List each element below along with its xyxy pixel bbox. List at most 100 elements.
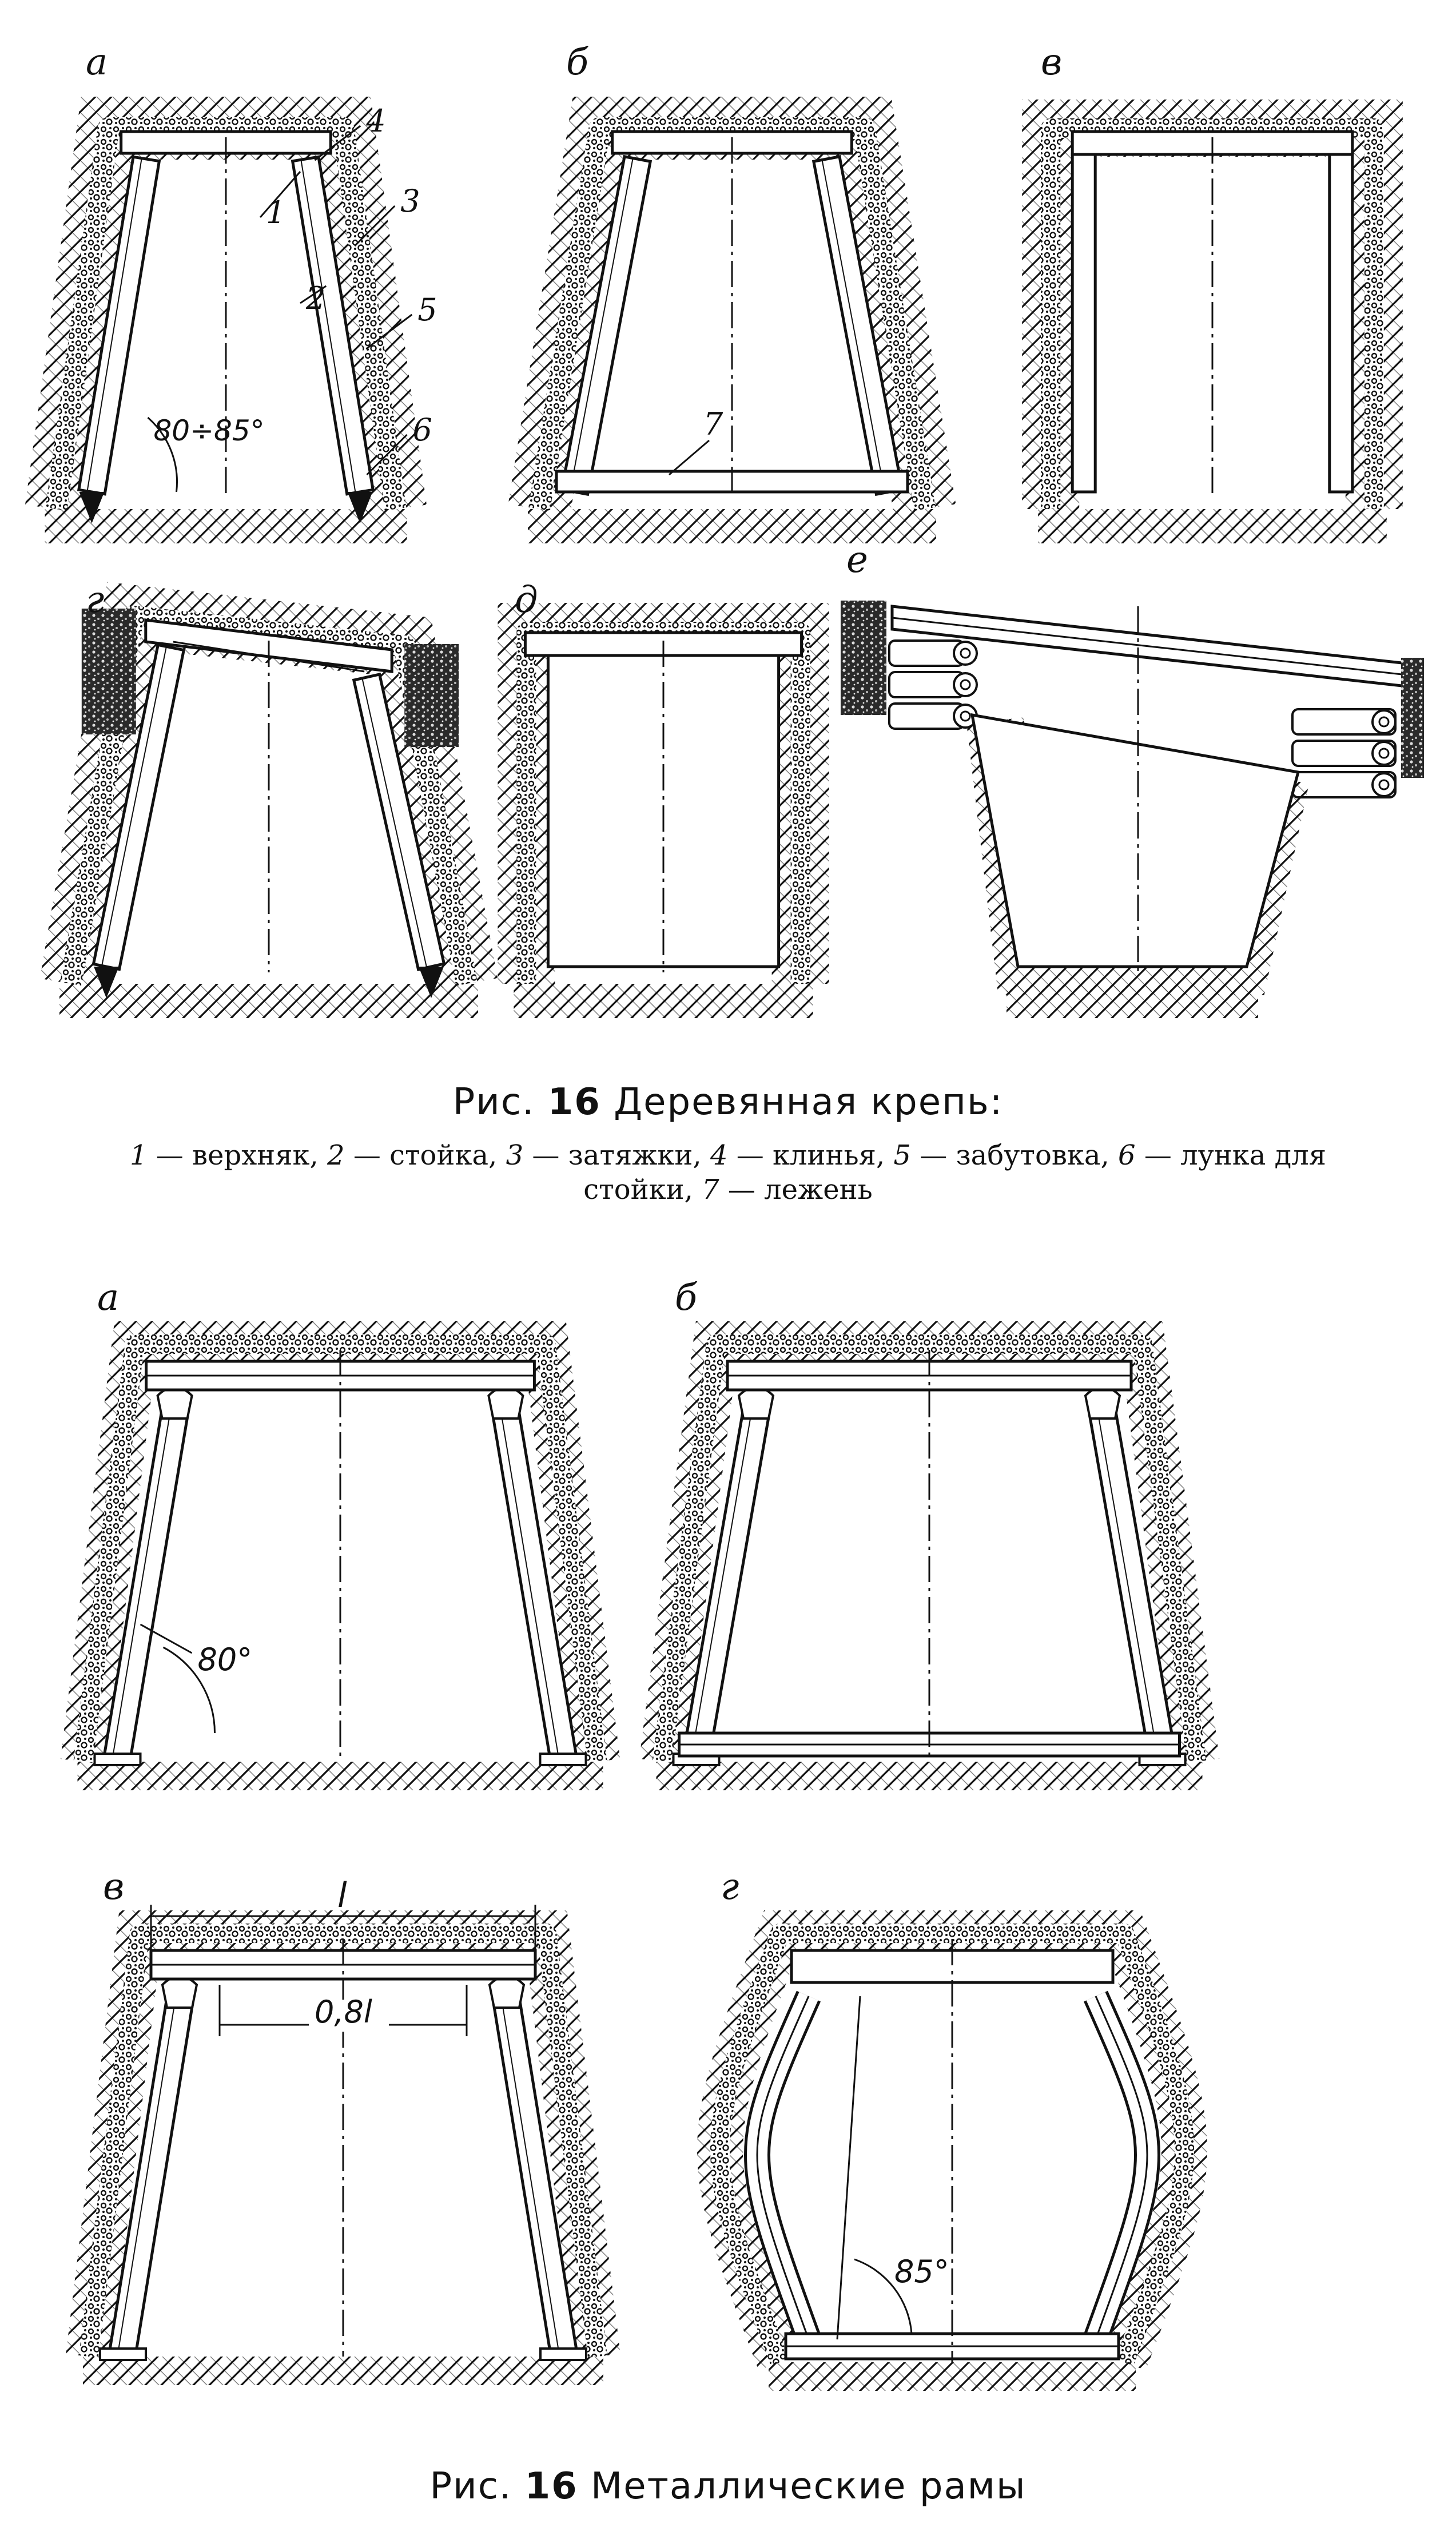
metal-panel-a: а 80° [60, 1277, 620, 1790]
floor-rock [77, 1762, 603, 1790]
angle-label: 85° [894, 2254, 949, 2290]
backfill-band [45, 117, 407, 511]
floor-rock [769, 2362, 1136, 2391]
post-edge [101, 646, 167, 966]
floor-rock [528, 509, 936, 543]
log-end-right [1371, 709, 1397, 734]
legend-number: 6 [1118, 1139, 1136, 1171]
caption-prefix: Рис. [429, 2465, 512, 2508]
foot-plate [539, 2347, 587, 2361]
leader-line [669, 439, 710, 476]
post-hole [419, 967, 444, 998]
floor-rock [1007, 984, 1258, 1018]
legend-text: — стойка, [344, 1139, 506, 1171]
panel-e: е [841, 539, 1424, 1018]
post-edge [570, 158, 634, 491]
metal-panel-b: б [639, 1277, 1220, 1790]
dim-outer-label: l [337, 1876, 347, 1916]
angle-arc [854, 2258, 913, 2334]
post-hole [347, 492, 373, 523]
panel-letter: б [675, 1277, 698, 1319]
post-edge [86, 158, 142, 491]
log-left [888, 702, 965, 730]
angle-arc [147, 416, 178, 492]
floor-rock [1038, 509, 1387, 543]
legend-number: 4 [710, 1139, 728, 1171]
arched-post-web [756, 1996, 810, 2340]
panel-b: б7 [508, 41, 956, 543]
post-bracket [737, 1386, 775, 1420]
log-ring [960, 679, 971, 690]
foot-plate [93, 1753, 142, 1766]
log-end-left [953, 641, 978, 666]
post-edge [691, 1412, 753, 1755]
panel-letter: е [846, 539, 868, 581]
backfill-band [1041, 118, 1384, 509]
leader-line [259, 171, 301, 218]
panel-letter: а [97, 1277, 119, 1319]
angle-leader [140, 1623, 193, 1654]
leader-line [366, 434, 408, 476]
legend-number: 7 [702, 1174, 719, 1206]
log-ring [1378, 748, 1390, 759]
post-bracket [156, 1386, 193, 1420]
log-ring [1378, 779, 1390, 790]
legend-text: — забутовка, [910, 1139, 1119, 1171]
backfill-band [79, 1924, 607, 2358]
rock-block-left [81, 609, 136, 734]
dim-inner-label: 0,8l [315, 1994, 372, 2030]
post-edge [112, 1412, 171, 1755]
legend-number: 2 [327, 1139, 345, 1171]
leader-line [365, 313, 413, 350]
panel-letter: в [103, 1866, 124, 1908]
panel-letter: д [515, 579, 538, 621]
panel-v: в [1022, 41, 1403, 543]
legend-text: — затяжки, [523, 1139, 710, 1171]
backfill-band [528, 117, 936, 511]
rock-block-right [1401, 658, 1424, 778]
log-ring [960, 647, 971, 659]
caption-wooden-support: Рис. 16 Деревянная крепь: [0, 1081, 1456, 1123]
rock-block-left [841, 601, 886, 715]
metal-panel-g: г85° [697, 1866, 1207, 2391]
caption-metal-frames: Рис. 16 Металлические рамы [0, 2465, 1456, 2508]
post-left [92, 643, 186, 971]
legend-number: 1 [129, 1139, 148, 1171]
panel-letter: в [1041, 41, 1062, 84]
post-right [291, 155, 375, 496]
post-bracket [487, 1386, 524, 1420]
post-left [77, 155, 161, 496]
post-edge [361, 678, 428, 968]
part-number: 6 [413, 412, 432, 448]
backfill-band [60, 606, 478, 986]
log-left [888, 639, 965, 667]
panel-letter: г [86, 579, 104, 621]
angle-label: 80° [198, 1642, 253, 1678]
panel-letter: а [86, 41, 108, 84]
log-ring [960, 710, 971, 722]
floor-rock [656, 1762, 1203, 1790]
arched-post-web [1095, 1996, 1148, 2340]
legend-line-1: 1 — верхняк, 2 — стойка, 3 — затяжки, 4 … [0, 1138, 1456, 1173]
metal-panel-v: в l 0,8l [66, 1866, 620, 2385]
angle-label: 80÷85° [154, 414, 265, 447]
panel-d: д [498, 579, 829, 1018]
post-hole [94, 967, 119, 998]
post-hole [79, 492, 105, 523]
panel-letter: б [566, 41, 589, 84]
caption-number: 16 [524, 2465, 578, 2508]
post-edge [821, 160, 886, 493]
floor-rock [83, 2357, 603, 2385]
post-bracket [488, 1975, 526, 2009]
dim-label-bg [309, 2000, 389, 2032]
part-number: 5 [417, 292, 437, 328]
leader-line [300, 285, 327, 304]
post-right [1328, 153, 1354, 494]
legend-text: — верхняк, [147, 1139, 328, 1171]
backfill-band [652, 1334, 1207, 1763]
post-left [560, 154, 653, 496]
legend-line-2: стойки, 7 — лежень [0, 1173, 1456, 1207]
part-number: 7 [703, 406, 723, 442]
